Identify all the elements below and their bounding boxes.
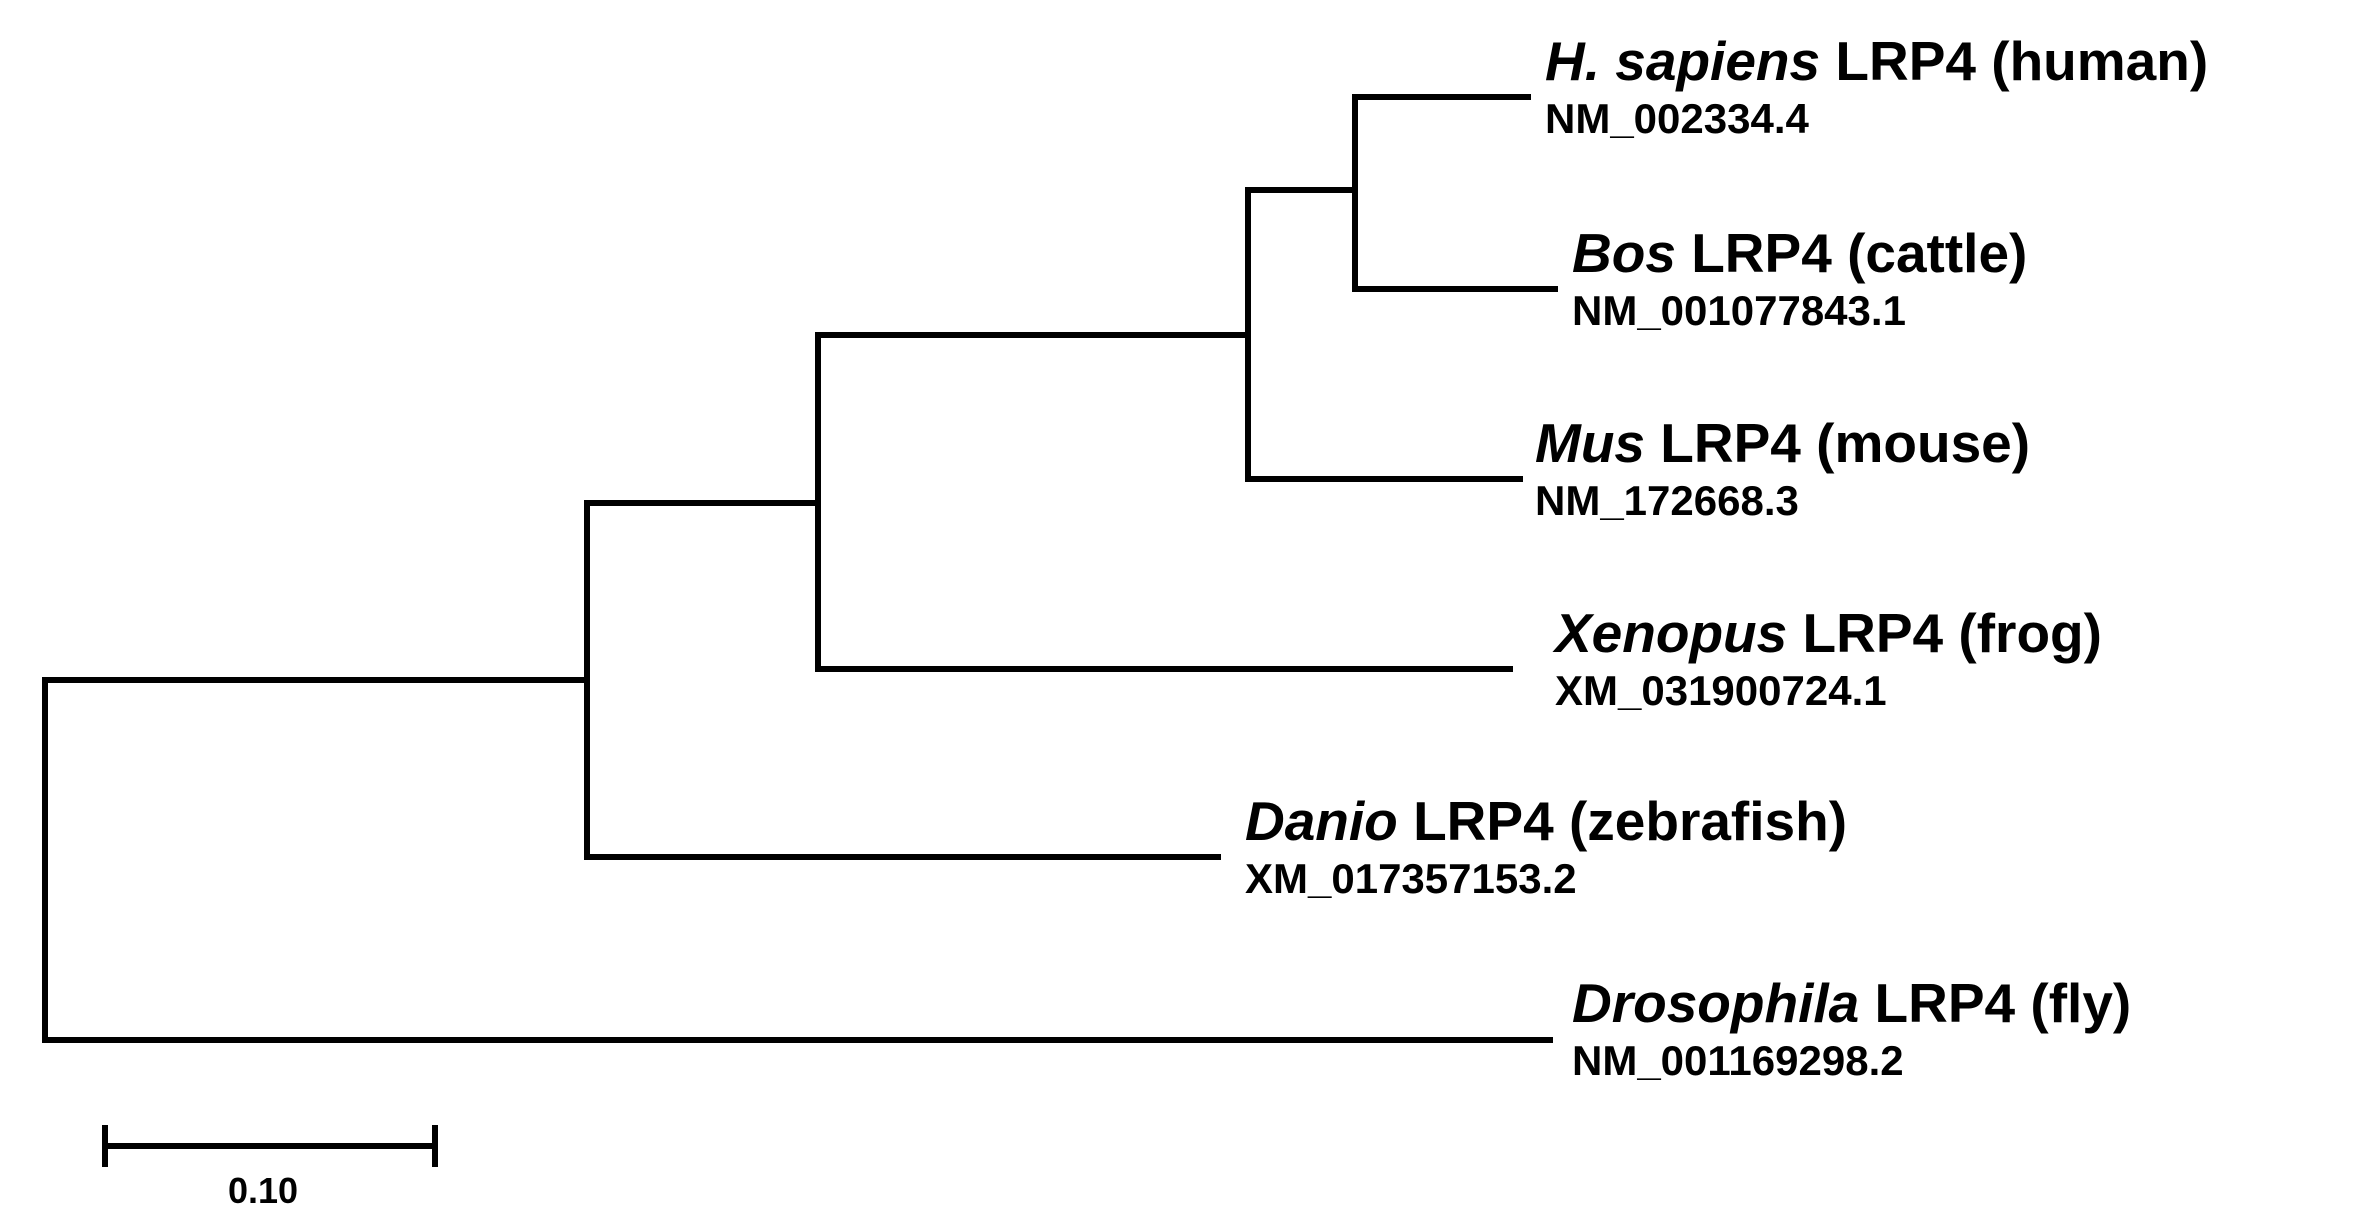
common-name: (human) [1991,30,2209,92]
accession-number: XM_017357153.2 [1245,855,1577,902]
common-name: (cattle) [1847,222,2028,284]
taxon-name: Mus LRP4 (mouse) [1535,410,2030,476]
taxon-label-human: H. sapiens LRP4 (human) NM_002334.4 [1545,28,2208,144]
taxon-label-zebrafish: Danio LRP4 (zebrafish) XM_017357153.2 [1245,788,1847,904]
gene-name: LRP4 [1413,790,1554,852]
taxon-name: Danio LRP4 (zebrafish) [1245,788,1847,854]
accession-number: NM_002334.4 [1545,95,1809,142]
taxon-label-mouse: Mus LRP4 (mouse) NM_172668.3 [1535,410,2030,526]
common-name: (zebrafish) [1568,790,1848,852]
genus-name: Bos [1572,222,1676,284]
gene-name: LRP4 [1691,222,1832,284]
genus-name: Xenopus [1555,602,1788,664]
genus-name: H. sapiens [1545,30,1821,92]
accession-number: NM_001077843.1 [1572,287,1906,334]
scale-bar-label: 0.10 [228,1170,299,1211]
taxon-label-cattle: Bos LRP4 (cattle) NM_001077843.1 [1572,220,2027,336]
accession-number: NM_172668.3 [1535,477,1799,524]
accession-number: XM_031900724.1 [1555,667,1887,714]
taxon-label-frog: Xenopus LRP4 (frog) XM_031900724.1 [1555,600,2102,716]
taxon-label-fly: Drosophila LRP4 (fly) NM_001169298.2 [1572,970,2131,1086]
taxon-name: Bos LRP4 (cattle) [1572,220,2027,286]
genus-name: Mus [1535,412,1645,474]
genus-name: Danio [1245,790,1398,852]
taxon-name: Xenopus LRP4 (frog) [1555,600,2102,666]
genus-name: Drosophila [1572,972,1860,1034]
gene-name: LRP4 [1874,972,2016,1034]
taxon-name: H. sapiens LRP4 (human) [1545,28,2208,94]
gene-name: LRP4 [1835,30,1976,92]
accession-number: NM_001169298.2 [1572,1037,1904,1084]
gene-name: LRP4 [1660,412,1801,474]
taxon-name: Drosophila LRP4 (fly) [1572,970,2131,1036]
common-name: (frog) [1958,602,2102,664]
common-name: (fly) [2030,972,2132,1034]
common-name: (mouse) [1816,412,2031,474]
gene-name: LRP4 [1802,602,1944,664]
